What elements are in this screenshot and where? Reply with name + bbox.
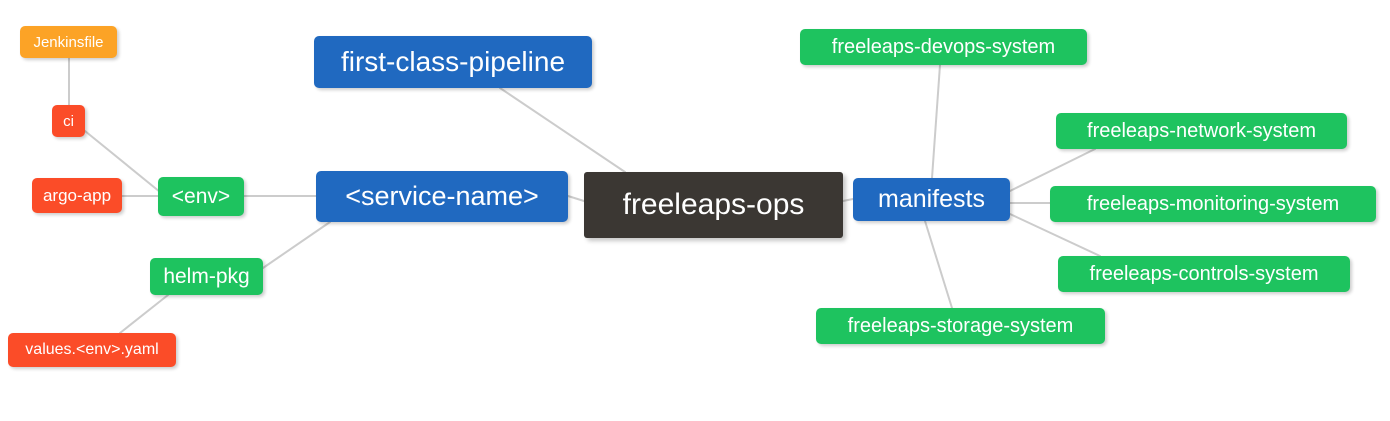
edge-manifests-to-freeleaps-network-system [1009,148,1096,192]
edge-freeleaps-ops-to-manifests [842,198,854,202]
node-manifests[interactable]: manifests [853,178,1010,221]
node-freeleaps-devops-system[interactable]: freeleaps-devops-system [800,29,1087,65]
node-label: freeleaps-monitoring-system [1086,193,1340,215]
node-freeleaps-network-system[interactable]: freeleaps-network-system [1056,113,1347,149]
node-ci[interactable]: ci [52,105,85,137]
node-values-yaml[interactable]: values.<env>.yaml [8,333,176,367]
node-label: freeleaps-network-system [1087,120,1316,142]
edge-service-name-to-helm-pkg [262,221,331,269]
node-label: first-class-pipeline [340,46,566,77]
edge-service-name-to-freeleaps-ops [567,195,585,202]
edge-first-class-pipeline-to-freeleaps-ops [499,87,626,173]
node-label: ci [63,112,74,130]
node-helm-pkg[interactable]: helm-pkg [150,258,263,295]
node-label: manifests [878,185,985,213]
node-freeleaps-storage-system[interactable]: freeleaps-storage-system [816,308,1105,344]
edge-manifests-to-freeleaps-devops-system [931,64,941,179]
node-label: freeleaps-storage-system [847,315,1074,337]
node-label: values.<env>.yaml [25,341,159,358]
node-label: <env> [171,185,231,208]
node-argo-app[interactable]: argo-app [32,178,122,213]
node-label: freeleaps-ops [622,188,805,221]
edge-manifests-to-freeleaps-storage-system [924,220,953,309]
node-freeleaps-controls-system[interactable]: freeleaps-controls-system [1058,256,1350,292]
node-jenkinsfile[interactable]: Jenkinsfile [20,26,117,58]
node-label: freeleaps-devops-system [831,36,1056,58]
node-label: helm-pkg [163,265,250,288]
node-freeleaps-monitoring-system[interactable]: freeleaps-monitoring-system [1050,186,1376,222]
node-label: Jenkinsfile [33,33,104,51]
node-label: <service-name> [345,181,539,211]
node-label: argo-app [42,186,112,205]
node-label: freeleaps-controls-system [1089,263,1319,285]
node-service-name[interactable]: <service-name> [316,171,568,222]
node-env[interactable]: <env> [158,177,244,216]
edge-helm-pkg-to-values-yaml [119,294,169,334]
node-freeleaps-ops[interactable]: freeleaps-ops [584,172,843,238]
node-first-class-pipeline[interactable]: first-class-pipeline [314,36,592,88]
